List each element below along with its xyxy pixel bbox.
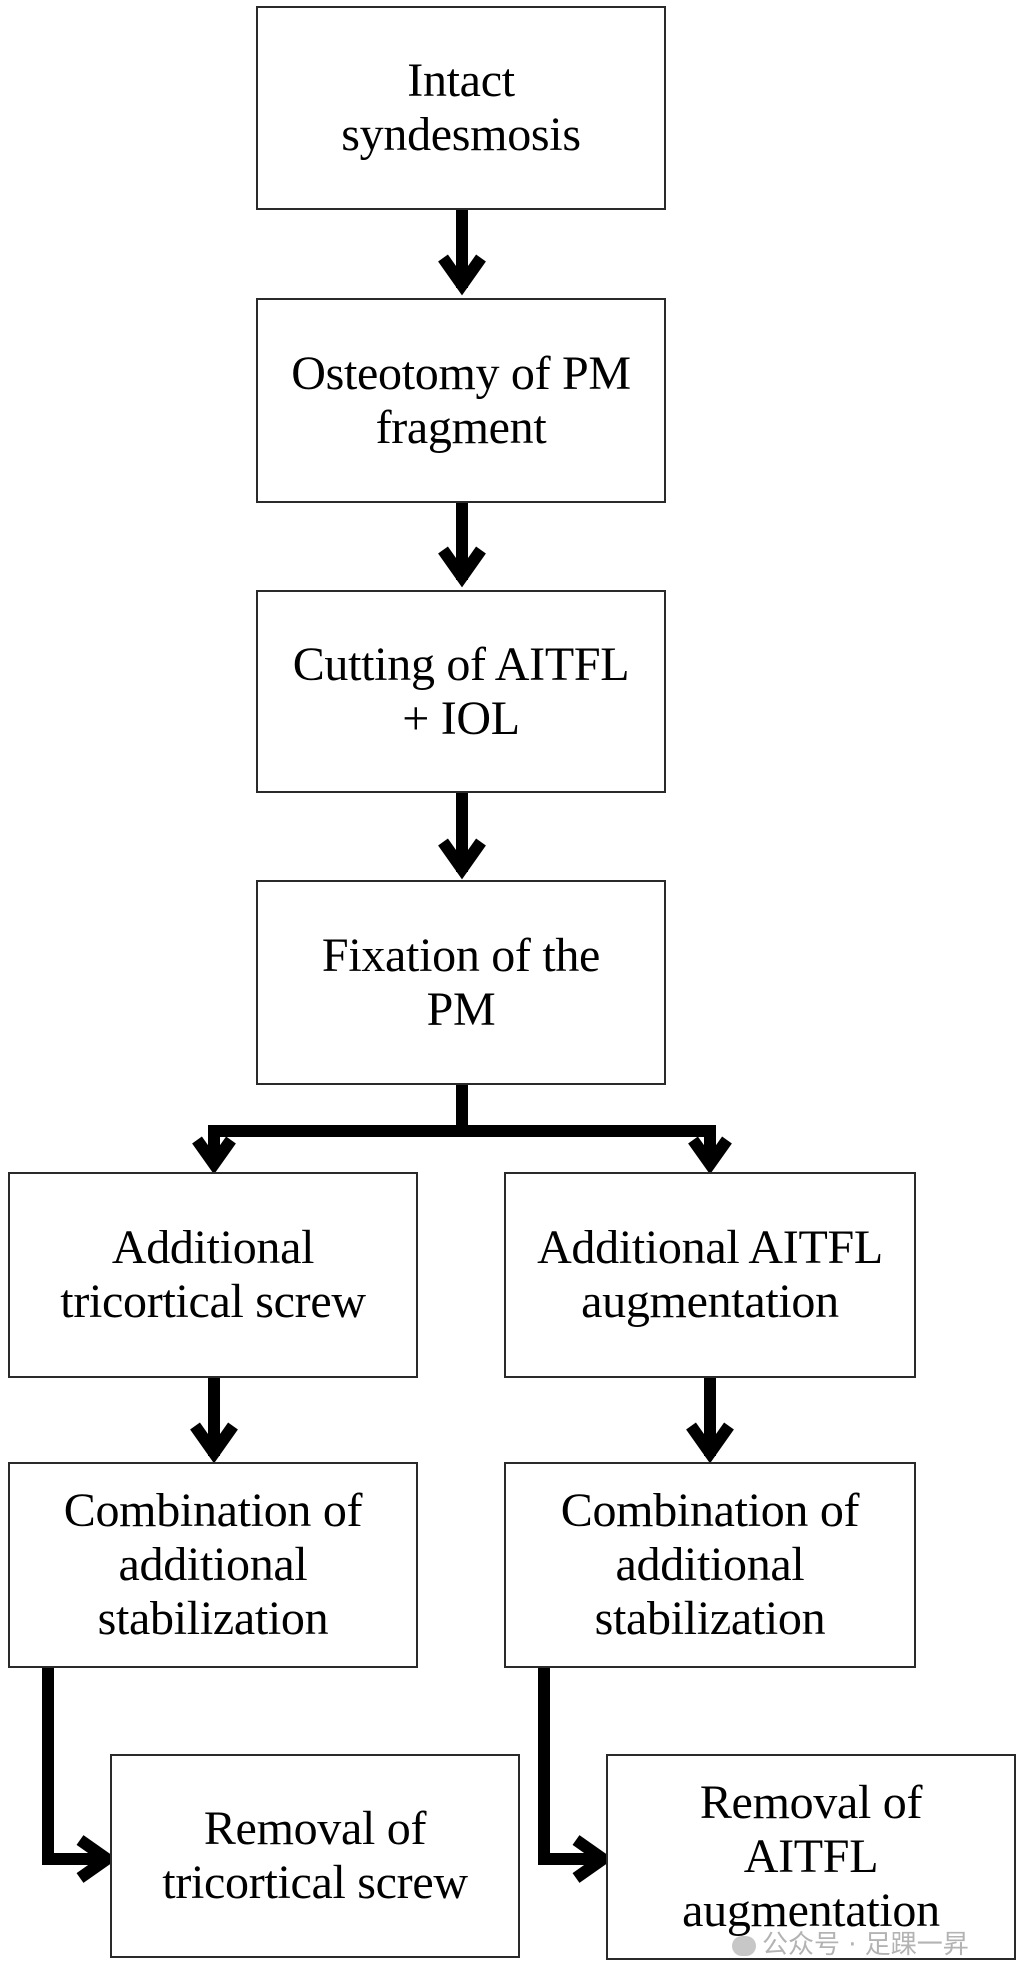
watermark: 公众号 · 足踝一昇 bbox=[732, 1930, 969, 1960]
step-label: Additional AITFL augmentation bbox=[537, 1221, 883, 1328]
step-intact-syndesmosis: Intact syndesmosis bbox=[256, 6, 666, 210]
step-additional-augmentation: Additional AITFL augmentation bbox=[504, 1172, 916, 1378]
arrow-combination-to-removal-augmentation bbox=[538, 1668, 600, 1865]
arrowhead-removal-augmentation bbox=[572, 1835, 614, 1883]
step-additional-screw: Additional tricortical screw bbox=[8, 1172, 418, 1378]
step-label: Osteotomy of PM fragment bbox=[291, 346, 631, 454]
arrow-combination-to-removal-screw bbox=[42, 1668, 104, 1865]
arrowhead-osteotomy bbox=[438, 254, 486, 296]
step-cutting: Cutting of AITFL + IOL bbox=[256, 590, 666, 793]
step-combination-right: Combination of additional stabilization bbox=[504, 1462, 916, 1668]
wechat-icon bbox=[732, 1935, 756, 1956]
arrowhead-cutting bbox=[438, 546, 486, 588]
arrowhead-combination-right bbox=[686, 1422, 734, 1464]
arrowhead-fixation bbox=[438, 838, 486, 880]
step-removal-augmentation: Removal of AITFL augmentation bbox=[606, 1754, 1016, 1960]
step-combination-left: Combination of additional stabilization bbox=[8, 1462, 418, 1668]
step-label: Removal of AITFL augmentation bbox=[682, 1776, 940, 1937]
step-label: Combination of additional stabilization bbox=[63, 1484, 363, 1645]
step-label: Intact syndesmosis bbox=[341, 54, 581, 161]
watermark-text: 公众号 · 足踝一昇 bbox=[762, 1930, 969, 1960]
arrowhead-removal-screw bbox=[76, 1835, 118, 1883]
step-label: Additional tricortical screw bbox=[60, 1221, 366, 1328]
arrowhead-augmentation bbox=[688, 1136, 732, 1175]
step-fixation: Fixation of the PM bbox=[256, 880, 666, 1085]
step-label: Fixation of the PM bbox=[321, 928, 601, 1036]
step-label: Combination of additional stabilization bbox=[560, 1484, 860, 1645]
step-label: Cutting of AITFL + IOL bbox=[292, 637, 630, 745]
arrowhead-screw bbox=[192, 1136, 236, 1175]
step-label: Removal of tricortical screw bbox=[162, 1802, 468, 1909]
arrowhead-combination-left bbox=[190, 1422, 238, 1464]
step-removal-screw: Removal of tricortical screw bbox=[110, 1754, 520, 1958]
step-osteotomy: Osteotomy of PM fragment bbox=[256, 298, 666, 503]
